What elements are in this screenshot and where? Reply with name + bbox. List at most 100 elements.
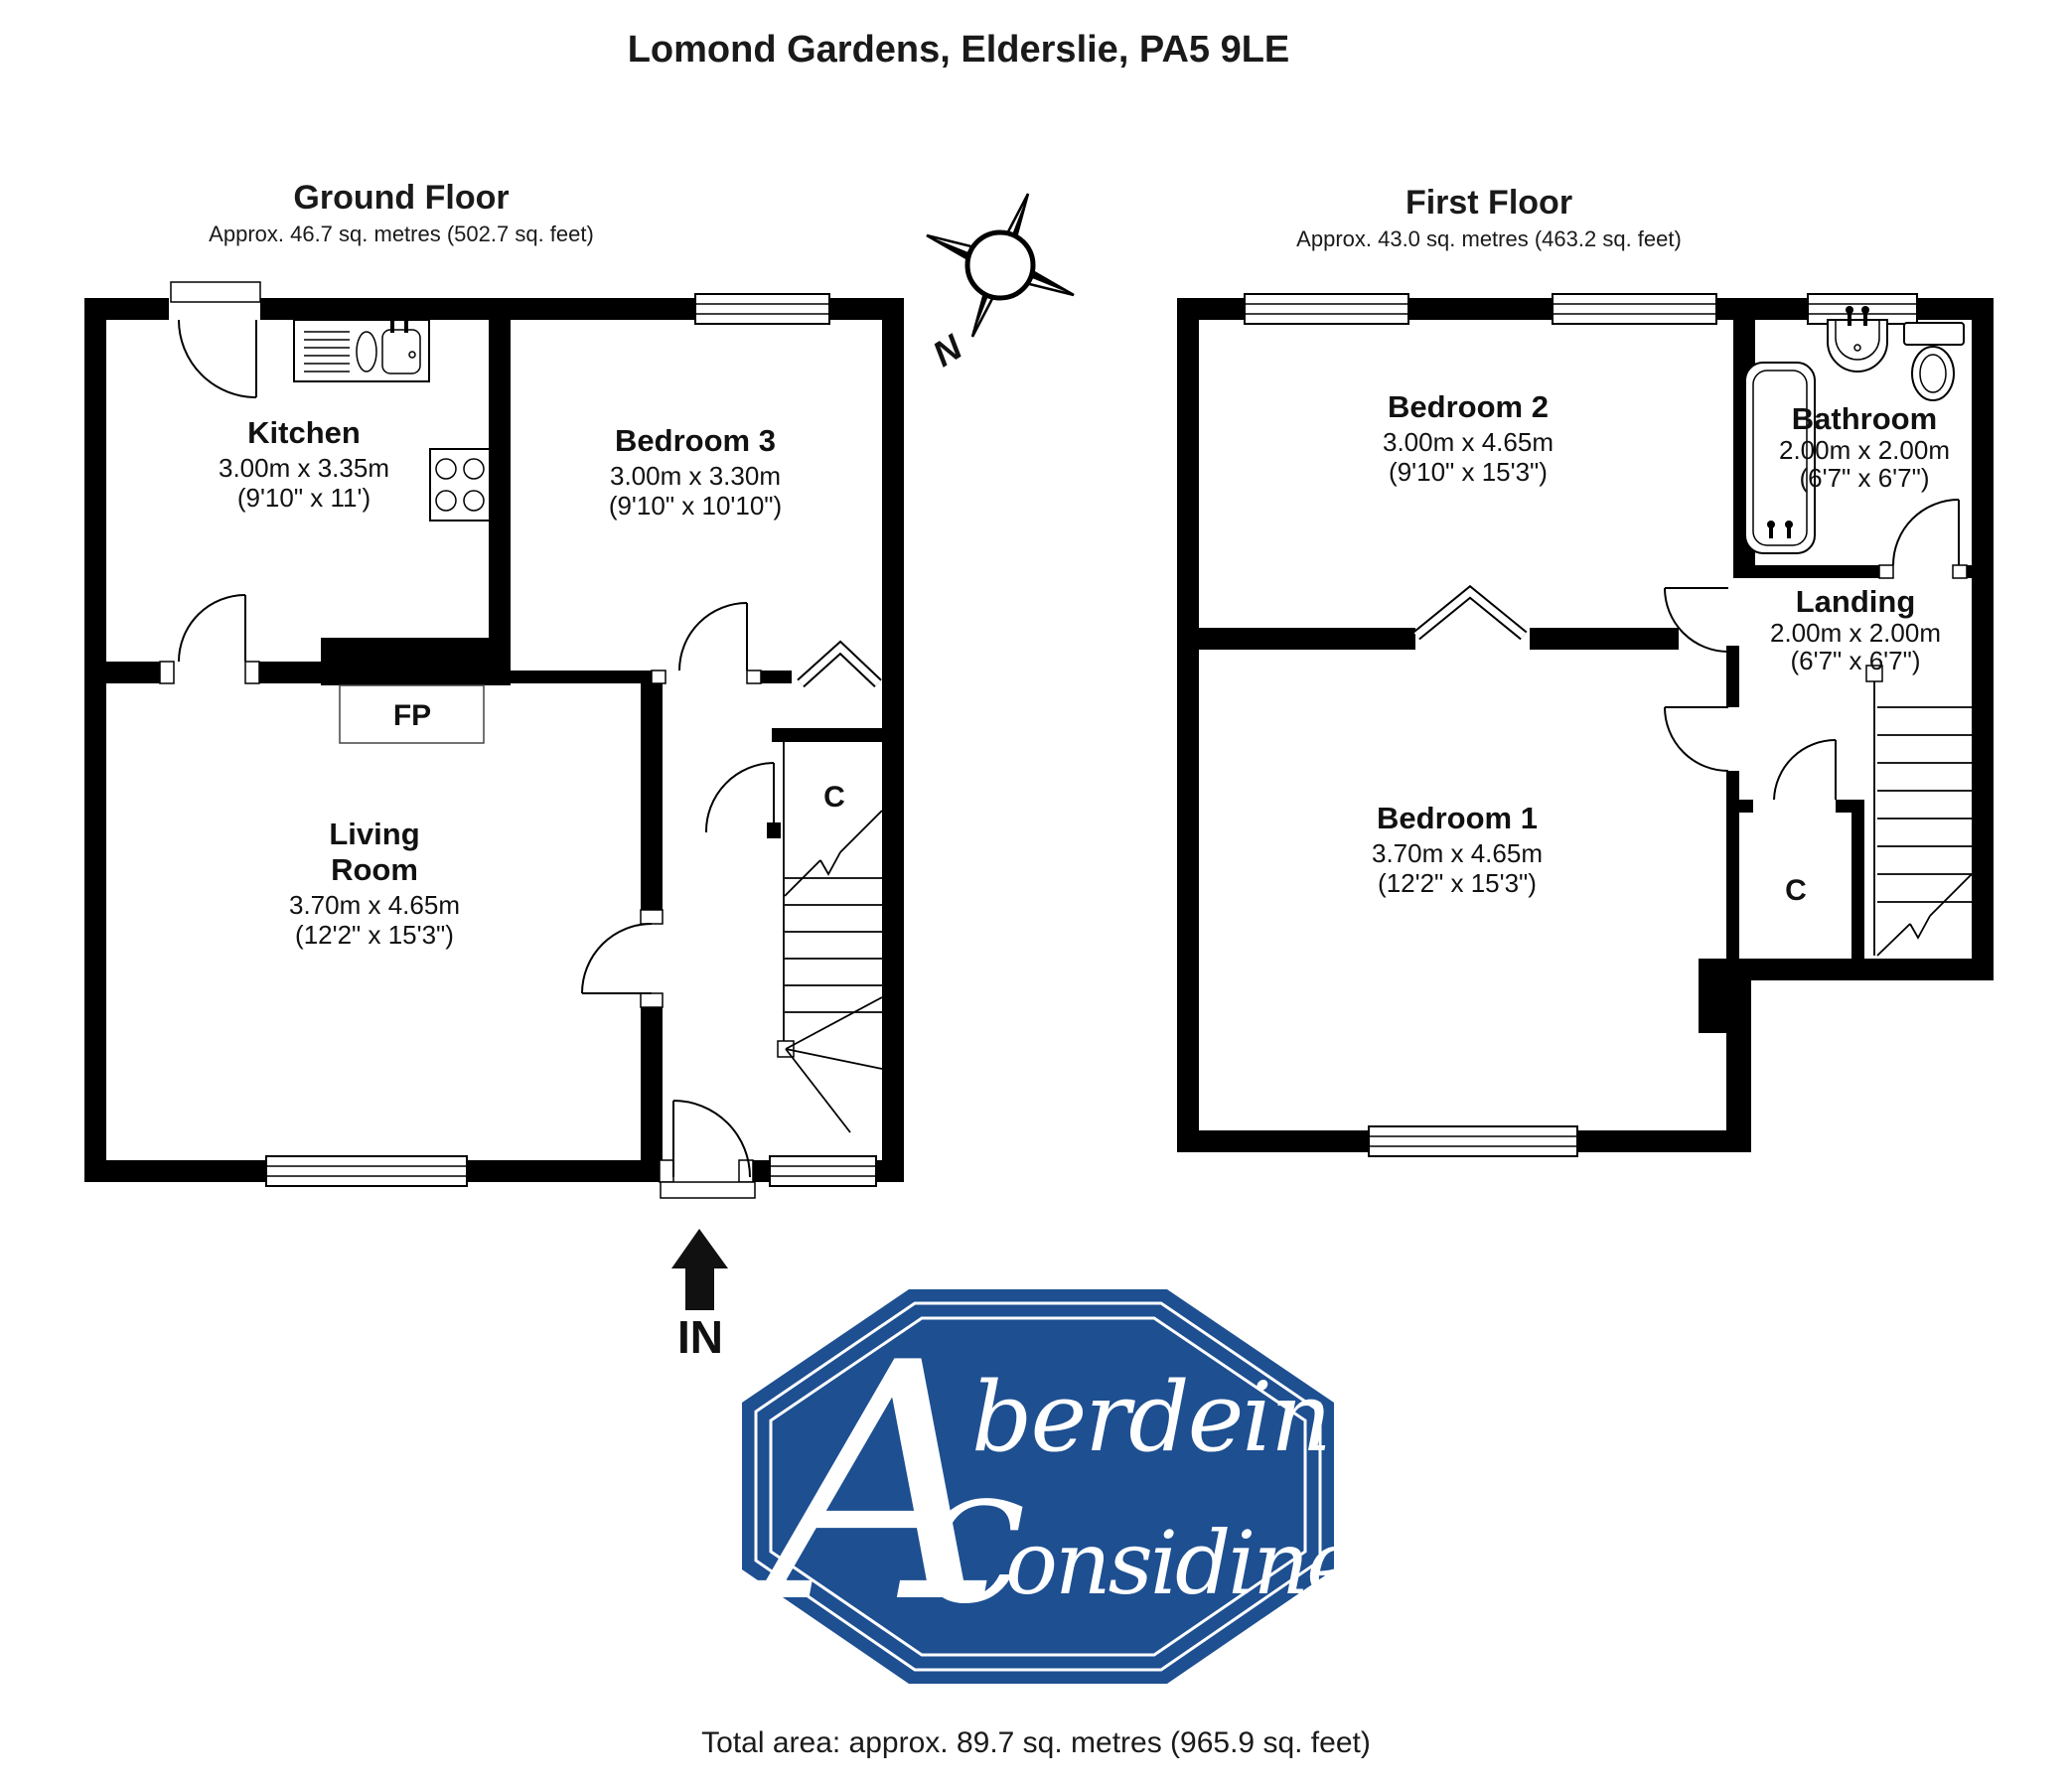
ground-walls (84, 298, 904, 1182)
room-name: Kitchen (247, 415, 361, 450)
basin-drain (1853, 344, 1861, 352)
kitchen-door-recess (170, 281, 261, 303)
logo-octagon (742, 1289, 1334, 1684)
basin-tap-icon (1863, 310, 1867, 326)
room-name-line1: Living (329, 817, 419, 851)
bathroom-door (1878, 499, 1968, 579)
basin-tap-icon (1848, 310, 1851, 326)
room-size-metric: 3.00m x 3.35m (219, 453, 389, 483)
kitchen-hob (429, 448, 491, 522)
room-name-line2: Room (331, 852, 418, 887)
sink-drain (408, 351, 416, 359)
sink-tap-icon (388, 314, 396, 322)
bedroom2-window-right (1552, 293, 1717, 325)
bedroom1-label: Bedroom 1 3.70m x 4.65m (12'2" x 15'3") (1372, 801, 1543, 898)
kitchen-living-door (159, 594, 260, 684)
sink-tap-icon (390, 318, 394, 333)
logo-line2: onsidine (1005, 1512, 1355, 1614)
fireplace: FP (339, 684, 485, 744)
ground-floor-plan: FP Kitchen 3.00m x 3.35m (9'10" x 11') B… (84, 281, 904, 1199)
stair-headroom-chevron-inner (1413, 587, 1527, 639)
first-floor-area: Approx. 43.0 sq. metres (463.2 sq. feet) (1296, 226, 1682, 251)
landing-label: Landing 2.00m x 2.00m (6'7" x 6'7") (1770, 584, 1941, 675)
logo-initial: A (741, 1293, 1003, 1675)
first-floor-plan: Bedroom 2 3.00m x 4.65m (9'10" x 15'3") … (1177, 293, 1994, 1157)
room-name: Bedroom 3 (615, 423, 776, 458)
north-label: N (926, 326, 970, 374)
bathtub (1744, 362, 1816, 554)
logo-line1: berdein (971, 1362, 1330, 1473)
entrance-arrow: IN (671, 1229, 728, 1363)
sink-bowl (381, 329, 421, 374)
logo-line2-initial: C (919, 1473, 1025, 1635)
basin-tap-icon (1846, 306, 1853, 314)
hall-cupboard-door (704, 762, 775, 833)
living-room-label: Living Room 3.70m x 4.65m (12'2" x 15'3"… (289, 817, 460, 950)
agency-logo: A berdein C onsidine (741, 1289, 1358, 1684)
entrance-label: IN (677, 1311, 723, 1363)
stair-headroom-chevron-inner (798, 643, 881, 686)
room-name: Bedroom 1 (1377, 801, 1538, 835)
room-size-imperial: (6'7" x 6'7") (1791, 646, 1921, 675)
drainer-bowl (356, 331, 377, 372)
bedroom2-window-left (1244, 293, 1409, 325)
bedroom3-label: Bedroom 3 3.00m x 3.30m (9'10" x 10'10") (609, 423, 782, 521)
compass-circle (964, 229, 1036, 301)
bedroom2-door (1664, 587, 1729, 653)
page-title: Lomond Gardens, Elderslie, PA5 9LE (628, 29, 1290, 71)
room-size-metric: 2.00m x 2.00m (1779, 435, 1950, 465)
stair-break-line (784, 810, 883, 897)
winder-steps (785, 996, 883, 1133)
room-size-imperial: (9'10" x 11') (237, 483, 370, 513)
basin-tap-icon (1861, 306, 1869, 314)
bath-tap-icon (1787, 524, 1791, 538)
bath-tap-icon (1769, 524, 1773, 538)
room-name: Landing (1796, 584, 1916, 619)
kitchen-back-door (178, 319, 257, 398)
room-name: Bathroom (1792, 401, 1937, 436)
logo-octagon-inner-line-2 (769, 1316, 1307, 1657)
toilet-cistern (1903, 322, 1965, 346)
room-size-metric: 3.70m x 4.65m (289, 890, 460, 920)
toilet-bowl-inner (1919, 354, 1947, 393)
living-room-window (265, 1155, 468, 1187)
front-door-threshold (660, 1181, 756, 1199)
bath-tap-icon (1785, 521, 1793, 528)
first-floor-name: First Floor (1406, 184, 1572, 222)
toilet (1903, 322, 1965, 401)
arrow-shaft (685, 1268, 714, 1310)
sink-tap-icon (404, 318, 408, 333)
room-size-imperial: (12'2" x 15'3") (295, 920, 454, 950)
room-size-metric: 3.70m x 4.65m (1372, 838, 1543, 868)
room-size-imperial: (9'10" x 15'3") (1389, 457, 1548, 487)
bedroom1-window (1368, 1125, 1578, 1157)
room-size-imperial: (12'2" x 15'3") (1378, 868, 1537, 898)
bedroom2-label: Bedroom 2 3.00m x 4.65m (9'10" x 15'3") (1383, 389, 1554, 487)
toilet-bowl (1911, 346, 1955, 401)
bathroom-label: Bathroom 2.00m x 2.00m (6'7" x 6'7") (1779, 401, 1950, 493)
room-size-metric: 3.00m x 4.65m (1383, 427, 1554, 457)
ground-cupboard-label: C (823, 781, 845, 814)
hall-window (769, 1155, 877, 1187)
compass-rose: N (926, 193, 1075, 374)
fireplace-label: FP (393, 699, 431, 732)
first-staircase (1865, 665, 1973, 957)
wash-basin (1827, 306, 1888, 372)
room-size-metric: 2.00m x 2.00m (1770, 618, 1941, 648)
kitchen-label: Kitchen 3.00m x 3.35m (9'10" x 11') (219, 415, 389, 513)
room-name: Bedroom 2 (1388, 389, 1549, 424)
kitchen-sink-unit (293, 314, 430, 382)
room-size-imperial: (9'10" x 10'10") (609, 491, 782, 521)
first-floor-heading: First Floor Approx. 43.0 sq. metres (463… (1296, 184, 1682, 251)
bedroom1-door (1664, 706, 1729, 772)
living-room-door (581, 909, 664, 1008)
front-door (659, 1100, 756, 1199)
stair-headroom-chevron (1412, 584, 1528, 641)
room-size-metric: 3.00m x 3.30m (610, 461, 781, 491)
bath-tap-icon (1767, 521, 1775, 528)
arrow-up-icon (671, 1229, 728, 1268)
sink-tap-icon (402, 314, 410, 322)
bedroom3-window (694, 293, 830, 325)
